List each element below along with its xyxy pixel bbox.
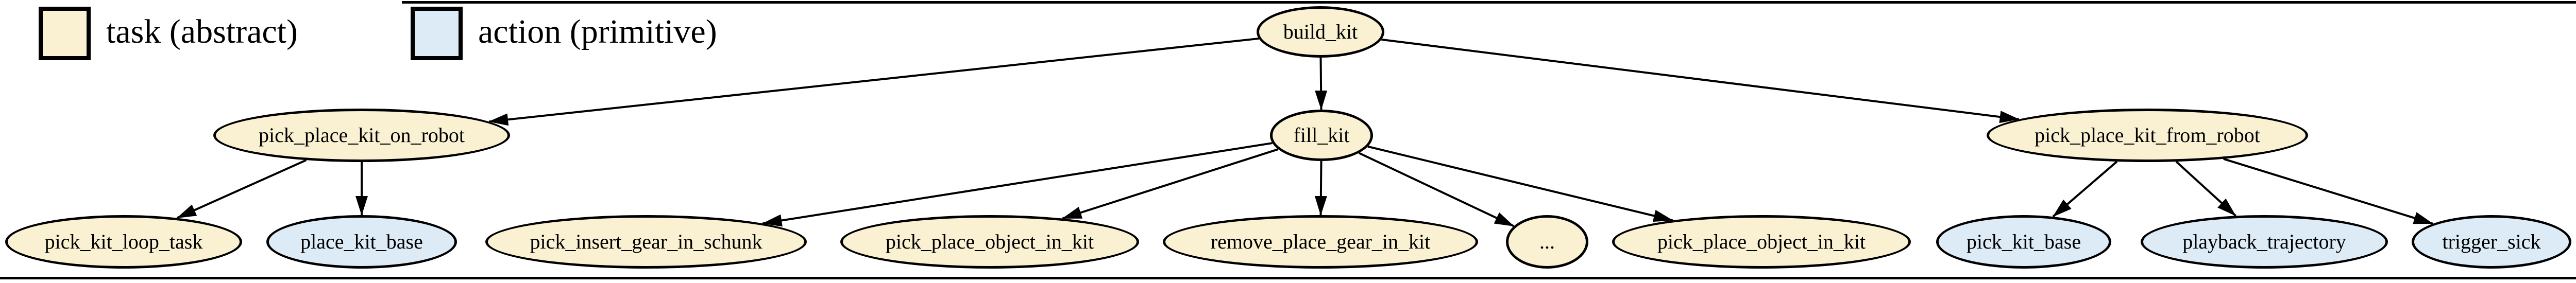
edge-pick_place_kit_from_robot-to-trigger_sick xyxy=(2223,157,2434,225)
node-label: pick_place_kit_on_robot xyxy=(259,123,465,147)
node-label: remove_place_gear_in_kit xyxy=(1210,230,1431,253)
node-label: fill_kit xyxy=(1293,123,1350,147)
node-label: playback_trajectory xyxy=(2182,230,2346,253)
edge-build_kit-to-pick_place_kit_on_robot xyxy=(488,37,1259,126)
node-label: pick_insert_gear_in_schunk xyxy=(530,230,762,253)
edge-build_kit-to-pick_place_kit_from_robot xyxy=(1381,38,2020,123)
edge-fill_kit-to-ellipsis xyxy=(1358,152,1515,227)
node-pick_kit_base: pick_kit_base xyxy=(1936,215,2111,269)
node-trigger_sick: trigger_sick xyxy=(2412,215,2571,269)
edge-pick_place_kit_on_robot-to-pick_kit_loop_task xyxy=(176,159,307,219)
legend-item-action: action (primitive) xyxy=(411,7,717,60)
node-label: pick_place_object_in_kit xyxy=(885,230,1094,253)
node-label: ... xyxy=(1539,230,1555,253)
node-pick_place_object_in_kit_2: pick_place_object_in_kit xyxy=(1612,215,1911,269)
node-pick_place_kit_on_robot: pick_place_kit_on_robot xyxy=(213,109,510,162)
top-rule-line xyxy=(402,1,2576,4)
node-pick_insert_gear_in_schunk: pick_insert_gear_in_schunk xyxy=(485,215,807,269)
node-label: pick_kit_base xyxy=(1966,230,2081,253)
node-playback_trajectory: playback_trajectory xyxy=(2141,215,2388,269)
node-label: build_kit xyxy=(1283,20,1358,43)
node-pick_place_kit_from_robot: pick_place_kit_from_robot xyxy=(1987,109,2308,162)
node-remove_place_gear_in_kit: remove_place_gear_in_kit xyxy=(1163,215,1478,269)
node-label: trigger_sick xyxy=(2442,230,2541,253)
node-pick_kit_loop_task: pick_kit_loop_task xyxy=(5,215,242,269)
node-pick_place_object_in_kit_1: pick_place_object_in_kit xyxy=(840,215,1139,269)
node-label: pick_place_kit_from_robot xyxy=(2035,123,2260,147)
node-label: place_kit_base xyxy=(300,230,423,253)
node-build_kit: build_kit xyxy=(1257,6,1384,58)
node-ellipsis: ... xyxy=(1506,215,1588,269)
node-fill_kit: fill_kit xyxy=(1270,110,1373,161)
edge-group xyxy=(176,37,2434,227)
edge-fill_kit-to-pick_place_object_in_kit_2 xyxy=(1367,145,1673,222)
node-label: pick_kit_loop_task xyxy=(44,230,203,253)
node-place_kit_base: place_kit_base xyxy=(266,215,457,269)
task-color-swatch xyxy=(39,7,91,60)
bottom-rule-line xyxy=(0,277,2576,279)
edge-pick_place_kit_from_robot-to-pick_kit_base xyxy=(2052,161,2118,218)
legend-label-action: action (primitive) xyxy=(478,13,717,50)
action-color-swatch xyxy=(411,7,463,60)
edge-fill_kit-to-pick_insert_gear_in_schunk xyxy=(762,142,1273,227)
edge-pick_place_kit_from_robot-to-playback_trajectory xyxy=(2175,161,2236,217)
edge-fill_kit-to-pick_place_object_in_kit_1 xyxy=(1062,148,1279,220)
node-label: pick_place_object_in_kit xyxy=(1657,230,1866,253)
edge-build_kit-to-fill_kit xyxy=(1315,57,1328,111)
legend-item-task: task (abstract) xyxy=(39,7,298,60)
legend-label-task: task (abstract) xyxy=(106,13,298,50)
